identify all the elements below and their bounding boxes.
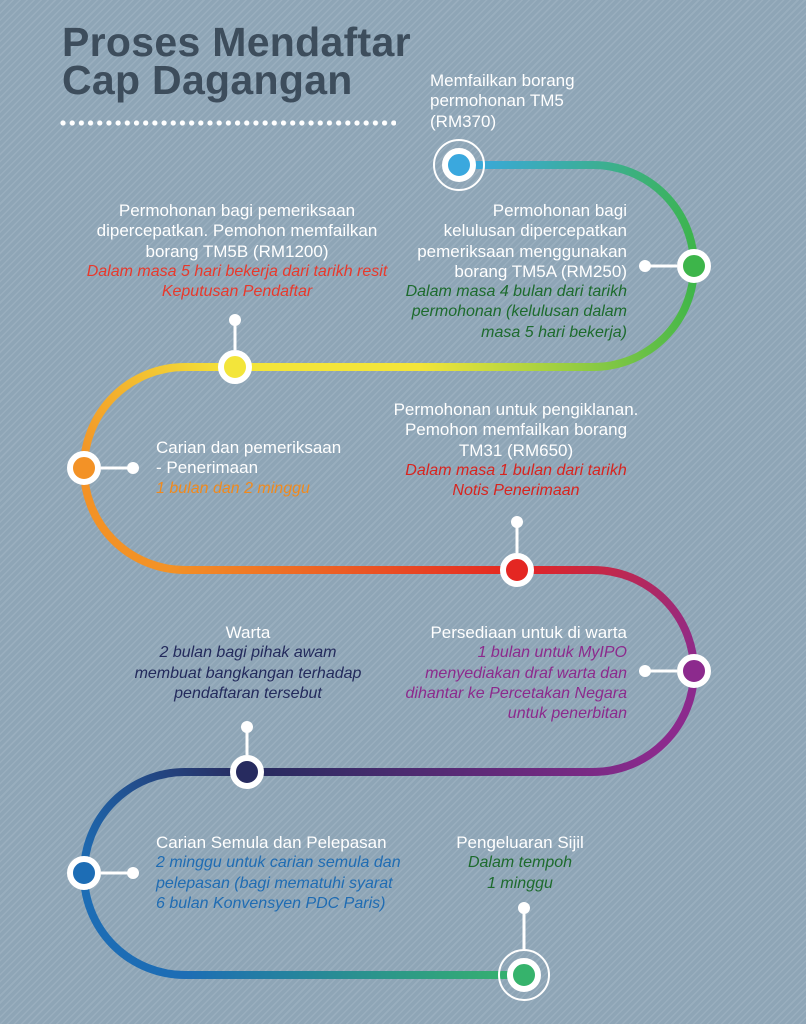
step-title-line: (RM370) (430, 111, 497, 131)
step-8-text: Carian Semula dan Pelepasan 2 minggu unt… (156, 833, 401, 914)
step-note-line: membuat bangkangan terhadap (134, 664, 362, 682)
step-7-connector (241, 721, 253, 755)
step-note-line: masa 5 hari bekerja) (481, 323, 627, 341)
step-note-line: 1 minggu (487, 874, 553, 892)
step-note-line: Keputusan Pendaftar (161, 283, 313, 301)
step-3-node (218, 350, 252, 384)
step-title-line: permohonan TM5 (430, 91, 564, 111)
path-segment-3 (80, 363, 235, 469)
node-dot (218, 350, 252, 384)
path-segment-8 (79, 872, 524, 979)
step-note-line: Dalam masa 5 hari bekerja dari tarikh re… (86, 262, 388, 280)
node-dot (677, 654, 711, 688)
step-note-line: menyediakan draf warta dan (425, 664, 627, 682)
step-8-node (67, 856, 101, 890)
step-6-text: Persediaan untuk di warta 1 bulan untuk … (367, 623, 627, 724)
connector-dot (241, 721, 253, 733)
step-note-line: Dalam masa 4 bulan dari tarikh (405, 283, 627, 301)
step-1-text: Memfailkan borang permohonan TM5 (RM370) (430, 71, 575, 132)
step-title-line: - Penerimaan (156, 458, 259, 478)
connector-dot (639, 665, 651, 677)
title-line-2: Cap Dagangan (62, 57, 353, 103)
step-title-line: Carian dan pemeriksaan (156, 438, 342, 457)
step-5-text: Permohonan untuk pengiklanan. Pemohon me… (366, 400, 666, 501)
step-title-line: Memfailkan borang (430, 71, 575, 90)
step-1-node (433, 139, 485, 191)
path-segment-1 (459, 161, 698, 267)
step-title-line: Pengeluaran Sijil (456, 833, 584, 852)
step-4-text: Carian dan pemeriksaan - Penerimaan 1 bu… (156, 438, 341, 499)
step-note-line: 2 bulan bagi pihak awam (159, 644, 337, 662)
step-note-line: pendaftaran tersebut (174, 684, 322, 702)
path-segment-2 (235, 265, 698, 371)
step-5-connector (511, 516, 523, 553)
connector-dot (518, 902, 530, 914)
step-title-line: Persediaan untuk di warta (430, 623, 627, 642)
path-segment-5 (517, 566, 698, 672)
step-title-line: borang TM5B (RM1200) (145, 241, 329, 261)
step-title-line: borang TM5A (RM250) (454, 261, 627, 281)
step-title-line: Permohonan bagi (492, 201, 627, 220)
step-title-line: Carian Semula dan Pelepasan (156, 833, 387, 852)
step-title-line: Permohonan bagi pemeriksaan (118, 201, 356, 220)
connector-dot (127, 462, 139, 474)
step-title-line: Warta (225, 623, 271, 642)
step-note-line: dihantar ke Percetakan Negara (405, 684, 627, 702)
step-note-line: 1 bulan dan 2 minggu (156, 479, 310, 497)
title-dotted-divider (60, 120, 396, 126)
step-7-text: Warta 2 bulan bagi pihak awam membuat ba… (108, 623, 388, 704)
node-dot (67, 451, 101, 485)
step-4-connector (101, 462, 139, 474)
step-title-line: pemeriksaan menggunakan (417, 241, 627, 261)
step-note-line: untuk penerbitan (507, 705, 627, 723)
step-title-line: TM31 (RM650) (458, 440, 574, 460)
step-3-connector (229, 314, 241, 350)
connector-dot (639, 260, 651, 272)
node-dot (507, 958, 541, 992)
connector-dot (511, 516, 523, 528)
step-4-node (67, 451, 101, 485)
node-outer-ring (433, 139, 485, 191)
step-note-line: 2 minggu untuk carian semula dan (156, 854, 401, 872)
step-2-connector (639, 260, 677, 272)
step-6-connector (639, 665, 677, 677)
step-2-text: Permohonan bagi kelulusan dipercepatkan … (367, 201, 627, 343)
step-title-line: Permohonan untuk pengiklanan. (393, 400, 639, 419)
step-note-line: Dalam tempoh (467, 854, 573, 872)
path-segment-6 (247, 670, 698, 776)
node-dot (230, 755, 264, 789)
title-line-1: Proses Mendaftar (62, 19, 411, 65)
step-2-node (677, 249, 711, 283)
step-note-line: pelepasan (bagi mematuhi syarat (156, 874, 393, 892)
node-dot (67, 856, 101, 890)
node-dot (677, 249, 711, 283)
step-5-node (500, 553, 534, 587)
step-6-node (677, 654, 711, 688)
step-note-line: Notis Penerimaan (452, 482, 580, 500)
step-note-line: permohonan (kelulusan dalam (411, 303, 627, 321)
path-segment-4 (79, 467, 517, 574)
step-note-line: 6 bulan Konvensyen PDC Paris) (156, 894, 386, 912)
step-8-connector (101, 867, 139, 879)
node-dot (500, 553, 534, 587)
step-9-connector (518, 902, 530, 950)
step-note-line: Dalam masa 1 bulan dari tarikh (405, 461, 627, 479)
path-segment-7 (80, 768, 247, 874)
node-dot (442, 148, 476, 182)
page-title: Proses Mendaftar Cap Dagangan (62, 19, 411, 103)
process-path (79, 161, 698, 979)
node-outer-ring (498, 949, 550, 1001)
step-9-node (498, 949, 550, 1001)
connector-dot (229, 314, 241, 326)
step-7-node (230, 755, 264, 789)
step-3-text: Permohonan bagi pemeriksaan dipercepatka… (67, 201, 407, 302)
step-title-line: kelulusan dipercepatkan (443, 221, 627, 241)
step-9-text: Pengeluaran Sijil Dalam tempoh 1 minggu (420, 833, 620, 894)
connector-dot (127, 867, 139, 879)
step-title-line: Pemohon memfailkan borang (404, 420, 628, 440)
step-note-line: 1 bulan untuk MyIPO (477, 644, 627, 662)
step-title-line: dipercepatkan. Pemohon memfailkan (96, 221, 378, 241)
